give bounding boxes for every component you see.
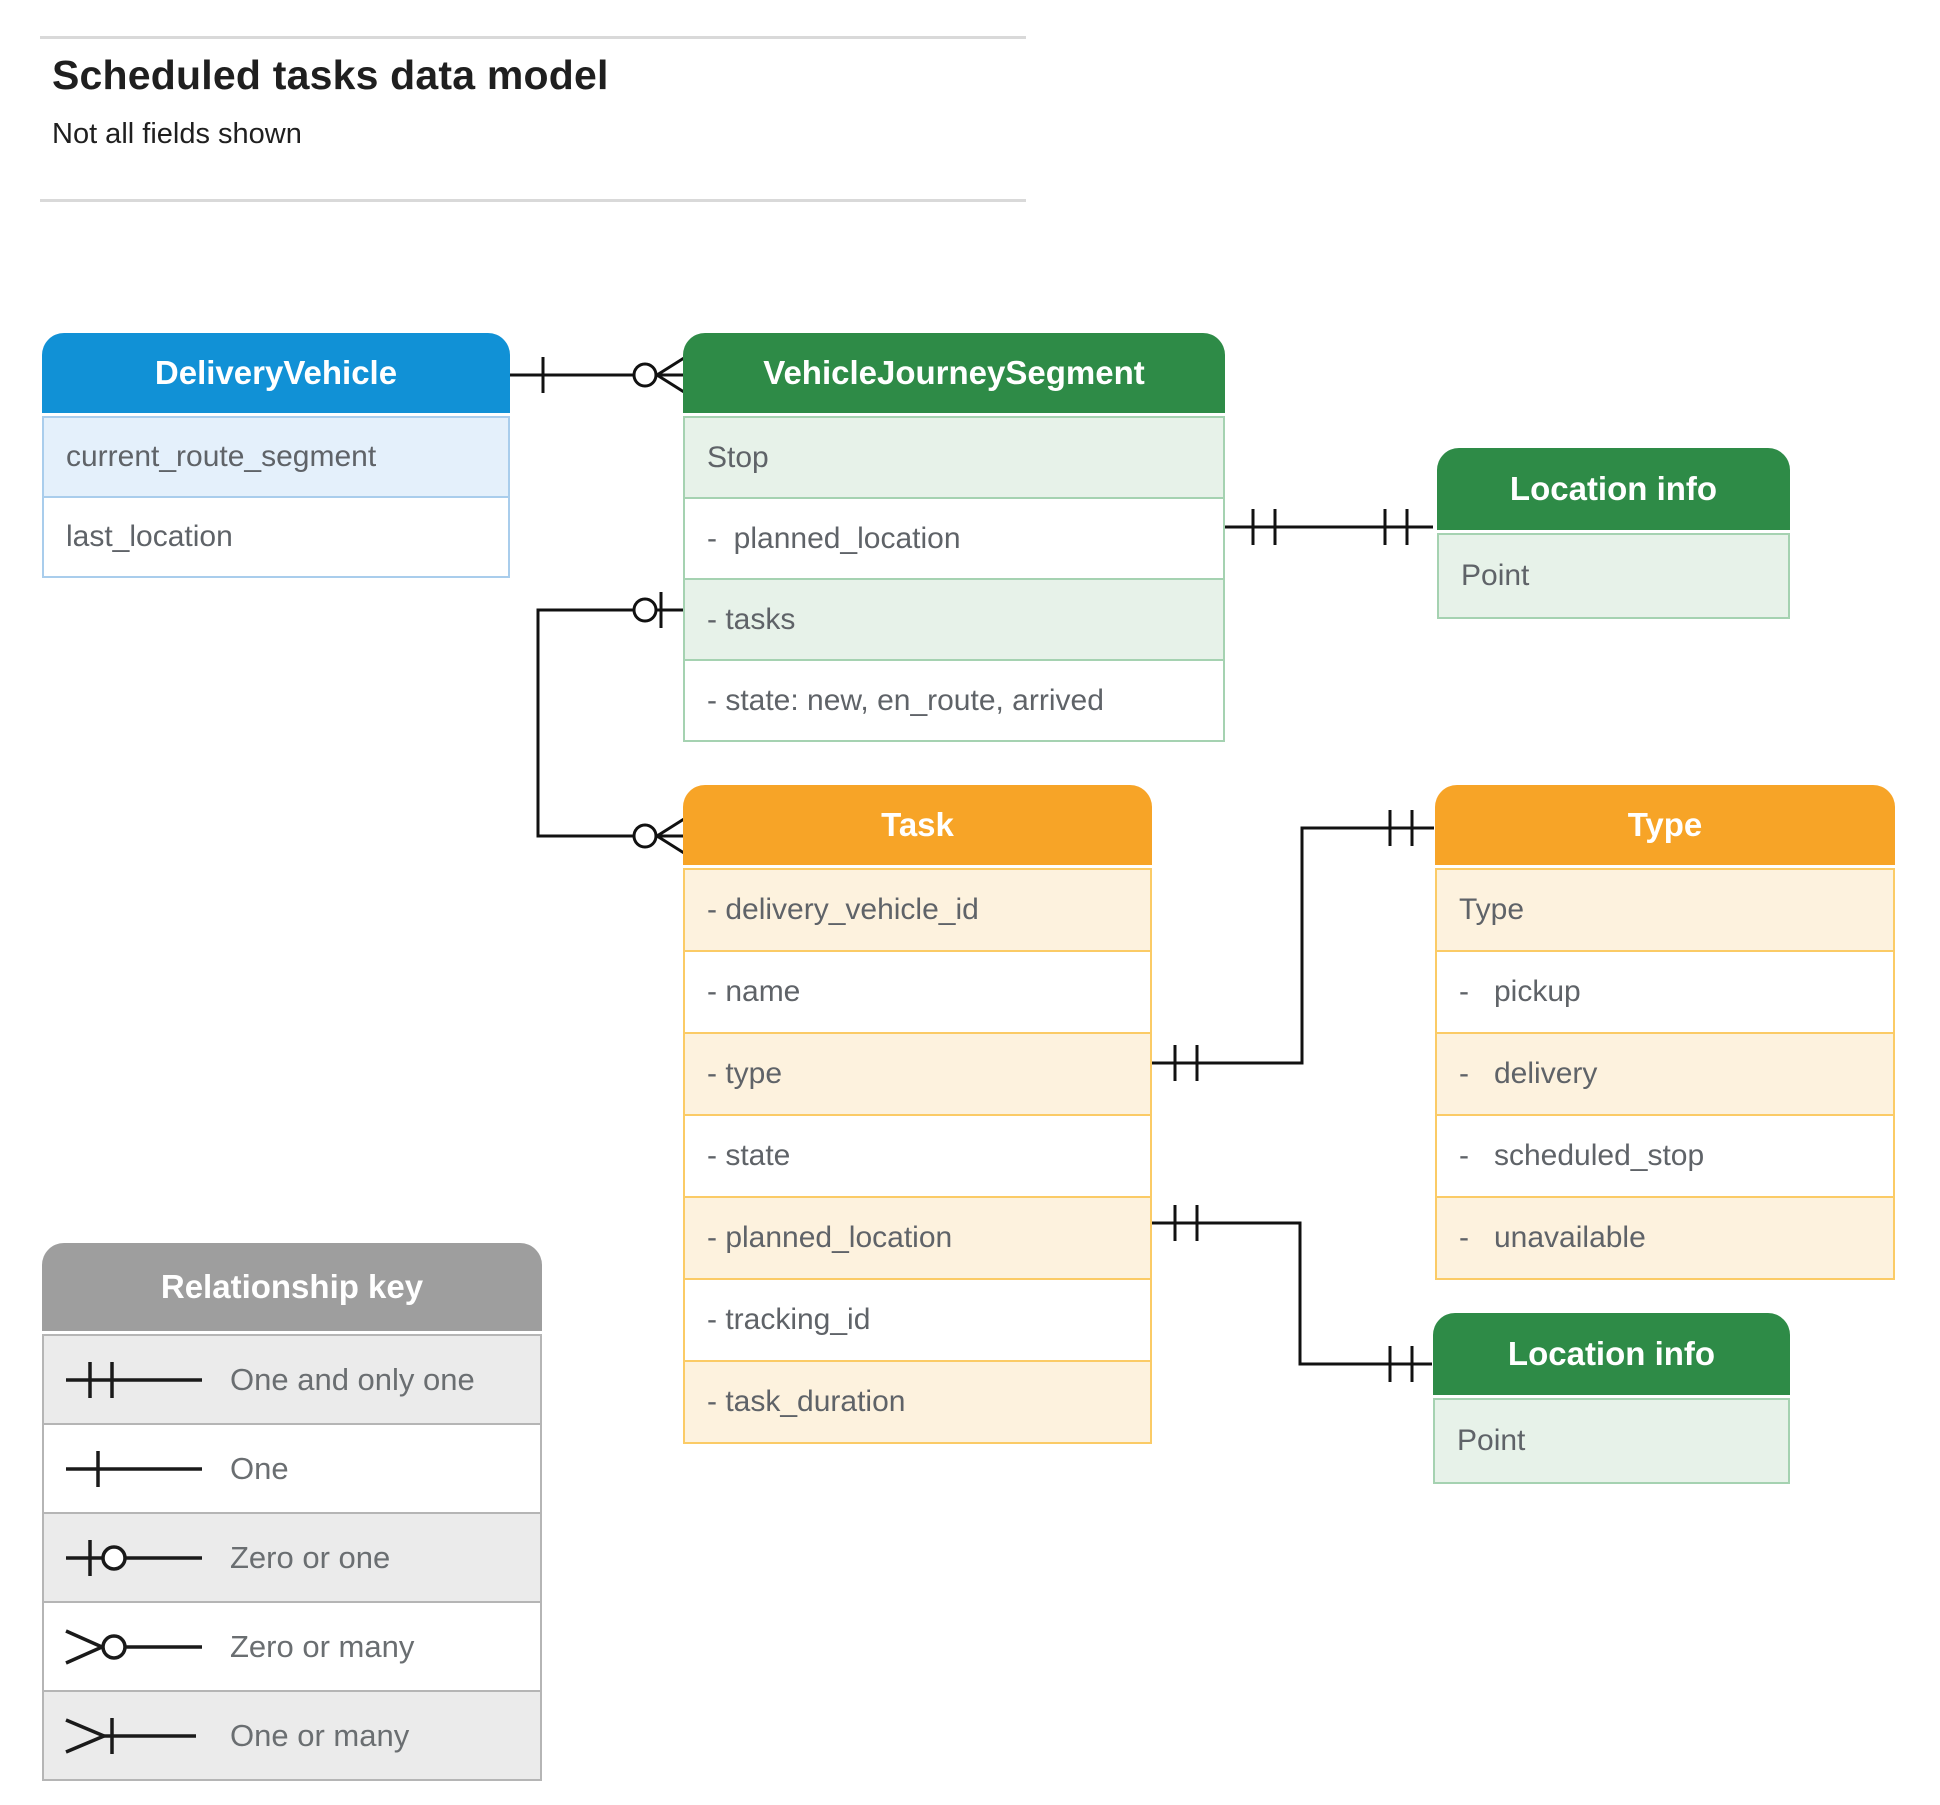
connector-plannedlocation-locationinfo-bottom [1152, 1205, 1432, 1382]
field-row: - delivery [1437, 1032, 1893, 1114]
key-row: Zero or one [44, 1512, 540, 1601]
entity-task-body: - delivery_vehicle_id - name - type - st… [683, 868, 1152, 1444]
zero-or-one-icon [66, 1539, 202, 1576]
field-row: - delivery_vehicle_id [685, 870, 1150, 950]
relationship-key-title: Relationship key [42, 1243, 542, 1331]
entity-delivery-vehicle-body: current_route_segment last_location [42, 416, 510, 578]
field-row: - tasks [685, 578, 1223, 659]
page-title: Scheduled tasks data model [52, 52, 609, 98]
entity-type-body: Type - pickup - delivery - scheduled_sto… [1435, 868, 1895, 1280]
entity-task-title: Task [683, 785, 1152, 865]
key-label: One and only one [230, 1361, 475, 1397]
field-row: - task_duration [685, 1360, 1150, 1442]
field-label: - tasks [707, 602, 796, 636]
field-label: - delivery_vehicle_id [707, 893, 979, 926]
field-row: - unavailable [1437, 1196, 1893, 1278]
entity-location-info-bottom-body: Point [1433, 1398, 1790, 1484]
field-label: - task_duration [707, 1385, 906, 1418]
field-row: - state [685, 1114, 1150, 1196]
field-row: last_location [44, 496, 508, 576]
field-label: Type [1459, 893, 1525, 926]
top-divider [40, 36, 1026, 39]
page-subtitle: Not all fields shown [52, 118, 302, 150]
key-row: One or many [44, 1690, 540, 1779]
connector-plannedlocation-locationinfo-top [1225, 509, 1433, 545]
field-row: - planned_location [685, 1196, 1150, 1278]
entity-vehicle-journey-segment: VehicleJourneySegment Stop - planned_loc… [683, 333, 1225, 742]
entity-location-info-top-body: Point [1437, 533, 1790, 619]
field-label: - name [707, 975, 801, 1008]
field-label: last_location [66, 520, 233, 553]
field-label: - state: new, en_route, arrived [707, 683, 1104, 717]
field-label: Point [1461, 559, 1530, 592]
relationship-key: Relationship key One and only one One [42, 1243, 542, 1781]
field-row: - planned_location [685, 497, 1223, 578]
key-row: Zero or many [44, 1601, 540, 1690]
field-row: - tracking_id [685, 1278, 1150, 1360]
one-or-many-icon [65, 1717, 196, 1754]
key-label: Zero or many [230, 1628, 415, 1664]
field-label: - state [707, 1139, 791, 1172]
field-label: - pickup [1459, 975, 1581, 1008]
field-row: Point [1435, 1400, 1788, 1482]
entity-type: Type Type - pickup - delivery - schedule… [1435, 785, 1895, 1280]
key-row: One [44, 1423, 540, 1512]
connector-tasks-task [536, 592, 685, 855]
field-label: - delivery [1459, 1057, 1598, 1090]
one-icon [66, 1450, 202, 1487]
connector-type-type-entity [1152, 810, 1434, 1081]
field-label: - tracking_id [707, 1303, 871, 1336]
entity-location-info-bottom: Location info Point [1433, 1313, 1790, 1484]
field-row: - scheduled_stop [1437, 1114, 1893, 1196]
field-label: Stop [707, 440, 769, 474]
entity-type-title: Type [1435, 785, 1895, 865]
relationship-key-body: One and only one One Zero or one [42, 1334, 542, 1781]
entity-vehicle-journey-segment-body: Stop - planned_location - tasks - state:… [683, 416, 1225, 742]
key-row: One and only one [44, 1336, 540, 1423]
field-row: Type [1437, 870, 1893, 950]
field-label: Point [1457, 1424, 1526, 1457]
field-row: Stop [685, 418, 1223, 497]
entity-location-info-bottom-title: Location info [1433, 1313, 1790, 1395]
field-label: - planned_location [707, 521, 961, 555]
entity-task: Task - delivery_vehicle_id - name - type… [683, 785, 1152, 1444]
entity-vehicle-journey-segment-title: VehicleJourneySegment [683, 333, 1225, 413]
key-label: Zero or one [230, 1539, 391, 1575]
key-label: One [230, 1450, 289, 1486]
one-and-only-one-icon [66, 1361, 202, 1398]
entity-delivery-vehicle-title: DeliveryVehicle [42, 333, 510, 413]
field-row: - type [685, 1032, 1150, 1114]
field-row: - name [685, 950, 1150, 1032]
field-label: - unavailable [1459, 1221, 1646, 1254]
field-row: - pickup [1437, 950, 1893, 1032]
entity-location-info-top: Location info Point [1437, 448, 1790, 619]
entity-location-info-top-title: Location info [1437, 448, 1790, 530]
subtitle-divider [40, 199, 1026, 202]
field-label: - type [707, 1057, 783, 1090]
field-label: current_route_segment [66, 440, 377, 473]
entity-delivery-vehicle: DeliveryVehicle current_route_segment la… [42, 333, 510, 578]
field-row: - state: new, en_route, arrived [685, 659, 1223, 740]
field-label: - planned_location [707, 1221, 953, 1254]
field-label: - scheduled_stop [1459, 1139, 1705, 1172]
field-row: current_route_segment [44, 418, 508, 496]
connector-deliveryvehicle-vehiclejourneysegment [507, 356, 685, 394]
field-row: Point [1439, 535, 1788, 617]
zero-or-many-icon [65, 1628, 202, 1665]
key-label: One or many [230, 1717, 410, 1753]
